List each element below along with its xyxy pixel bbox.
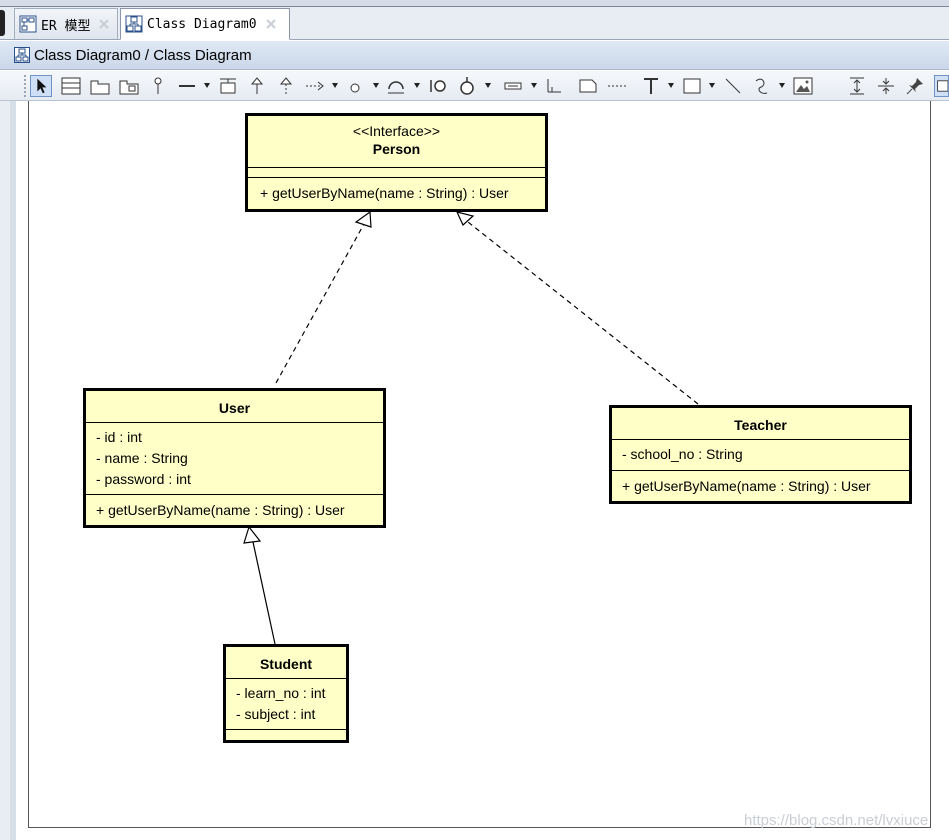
- horizontal-space-icon[interactable]: [875, 75, 897, 97]
- operation-row: + getUserByName(name : String) : User: [260, 185, 509, 201]
- class-name: Teacher: [734, 417, 787, 433]
- more-tools-icon[interactable]: [934, 75, 949, 97]
- attributes-compartment: [248, 168, 545, 178]
- text-tool-icon[interactable]: [640, 75, 662, 97]
- note-connector-tool-icon[interactable]: [606, 75, 628, 97]
- class-teacher[interactable]: Teacher - school_no : String + getUserBy…: [609, 405, 912, 504]
- class-student[interactable]: Student - learn_no : int - subject : int: [223, 644, 349, 743]
- left-scroll-rail-inner: [10, 101, 16, 840]
- operations-compartment: + getUserByName(name : String) : User: [248, 178, 545, 207]
- chevron-down-icon[interactable]: [332, 83, 338, 88]
- tab-label: Class Diagram0: [147, 16, 257, 32]
- attributes-compartment: - id : int - name : String - password : …: [86, 423, 383, 495]
- breadcrumb: Class Diagram0 / Class Diagram: [0, 41, 949, 70]
- tab-er-model[interactable]: ER 模型: [14, 8, 118, 39]
- breadcrumb-path: Class Diagram0 / Class Diagram: [34, 46, 252, 64]
- attribute-tool-icon[interactable]: [502, 75, 524, 97]
- class-person[interactable]: <<Interface>> Person + getUserByName(nam…: [245, 113, 548, 212]
- class-header: Student: [226, 647, 346, 679]
- chevron-down-icon[interactable]: [414, 83, 420, 88]
- attribute-row: - subject : int: [236, 706, 316, 722]
- tab-strip-top-border: [0, 0, 949, 7]
- association-tool-icon[interactable]: [176, 75, 198, 97]
- chevron-down-icon[interactable]: [531, 83, 537, 88]
- chevron-down-icon[interactable]: [204, 83, 210, 88]
- package-tool-icon[interactable]: [89, 75, 111, 97]
- pin-icon[interactable]: [904, 75, 926, 97]
- note-tool-icon[interactable]: [577, 75, 599, 97]
- attributes-compartment: - learn_no : int - subject : int: [226, 679, 346, 730]
- operations-compartment: + getUserByName(name : String) : User: [612, 471, 909, 500]
- tab-class-diagram0[interactable]: Class Diagram0: [120, 8, 290, 40]
- tab-label: ER 模型: [41, 18, 91, 34]
- dependency-tool-icon[interactable]: [304, 75, 326, 97]
- class-name: Person: [372, 141, 421, 157]
- vertical-space-icon[interactable]: [846, 75, 868, 97]
- close-icon[interactable]: [265, 18, 277, 30]
- close-icon[interactable]: [98, 18, 110, 30]
- image-tool-icon[interactable]: [792, 75, 814, 97]
- attributes-compartment: - school_no : String: [612, 440, 909, 471]
- chevron-down-icon[interactable]: [668, 83, 674, 88]
- attribute-row: - learn_no : int: [236, 685, 326, 701]
- chevron-down-icon[interactable]: [779, 83, 785, 88]
- freehand-tool-icon[interactable]: [751, 75, 773, 97]
- class-diagram-icon: [14, 47, 30, 63]
- attribute-row: - password : int: [96, 471, 191, 487]
- line-tool-icon[interactable]: [722, 75, 744, 97]
- provided-interface-tool-icon[interactable]: [427, 75, 449, 97]
- class-name: Student: [259, 656, 313, 672]
- operation-row: + getUserByName(name : String) : User: [622, 478, 871, 494]
- rectangle-tool-icon[interactable]: [681, 75, 703, 97]
- tab-strip-scroll-left[interactable]: [0, 10, 5, 36]
- class-diagram-icon: [125, 15, 143, 33]
- er-diagram-icon: [19, 15, 37, 33]
- generalization-tool-icon[interactable]: [246, 75, 268, 97]
- pin-tool-icon[interactable]: [147, 75, 169, 97]
- chevron-down-icon[interactable]: [373, 83, 379, 88]
- realization-tool-icon[interactable]: [275, 75, 297, 97]
- chevron-down-icon[interactable]: [709, 83, 715, 88]
- pointer-tool-icon[interactable]: [30, 75, 52, 97]
- anchor-tool-icon[interactable]: [543, 75, 565, 97]
- container-tool-icon[interactable]: [217, 75, 239, 97]
- socket-tool-icon[interactable]: [385, 75, 407, 97]
- diagram-toolbar: [0, 71, 949, 101]
- attribute-row: - name : String: [96, 450, 188, 466]
- class-header: <<Interface>> Person: [248, 116, 545, 168]
- interface-tool-icon[interactable]: [344, 75, 366, 97]
- class-header: User: [86, 391, 383, 423]
- operations-compartment: + getUserByName(name : String) : User: [86, 495, 383, 524]
- class-name: User: [218, 400, 251, 416]
- class-header: Teacher: [612, 408, 909, 440]
- subsystem-tool-icon[interactable]: [118, 75, 140, 97]
- operation-row: + getUserByName(name : String) : User: [96, 502, 345, 518]
- diagram-page-border: [28, 101, 931, 828]
- chevron-down-icon[interactable]: [485, 83, 491, 88]
- required-interface-tool-icon[interactable]: [456, 75, 478, 97]
- attribute-row: - id : int: [96, 429, 142, 445]
- class-stereotype: <<Interface>>: [352, 123, 441, 139]
- attribute-row: - school_no : String: [622, 446, 743, 462]
- class-user[interactable]: User - id : int - name : String - passwo…: [83, 388, 386, 528]
- editor-tab-strip: ER 模型 Class Diagram0: [0, 0, 949, 40]
- operations-compartment: [226, 730, 346, 740]
- toolbar-gripper[interactable]: [24, 75, 28, 97]
- watermark: https://blog.csdn.net/lvxiuce: [744, 812, 929, 829]
- class-tool-icon[interactable]: [60, 75, 82, 97]
